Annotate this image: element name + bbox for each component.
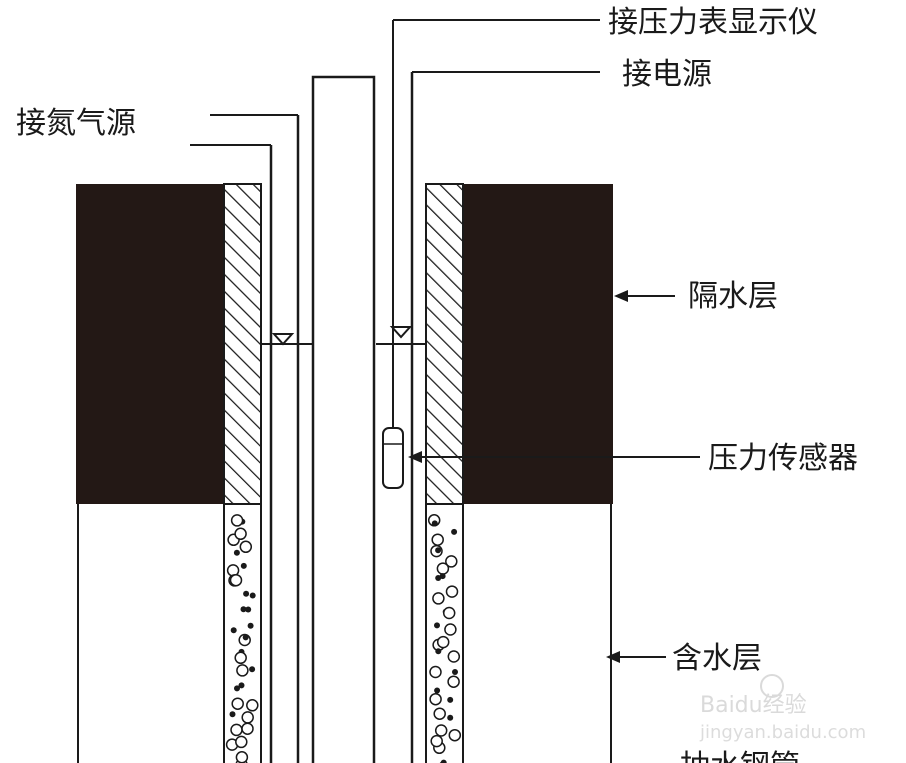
gravel-particle-solid — [238, 682, 245, 689]
gravel-particle-open — [444, 623, 457, 636]
gravel-particle-open — [239, 540, 253, 554]
gravel-particle-open — [445, 555, 458, 568]
gravel-pack — [225, 514, 462, 763]
watermark-url: jingyan.baidu.com — [699, 722, 866, 743]
gravel-particle-open — [447, 650, 461, 663]
gravel-particle-open — [229, 573, 243, 587]
water-level-icon-right — [389, 326, 413, 339]
gravel-particle-solid — [431, 520, 438, 527]
gravel-particle-open — [235, 735, 248, 749]
gravel-particle-solid — [440, 759, 447, 763]
gravel-particle-solid — [243, 590, 250, 597]
gravel-particle-solid — [434, 687, 441, 694]
gravel-particle-solid — [234, 685, 240, 692]
gravel-particle-open — [230, 723, 243, 737]
gravel-particle-open — [429, 692, 442, 706]
watermark-brand: Baidu经验 — [700, 693, 807, 718]
gravel-particle-solid — [229, 711, 236, 718]
arrow-aquifer-icon — [606, 651, 620, 663]
gravel-particle-open — [436, 635, 450, 649]
gravel-particle-open — [445, 585, 459, 598]
water-level-icon-left — [271, 333, 295, 346]
gravel-particle-open — [241, 722, 254, 735]
gravel-particle-solid — [247, 622, 254, 629]
label-aquitard: 隔水层 — [688, 279, 778, 314]
label-aquifer: 含水层 — [672, 641, 762, 676]
aquitard-left-block — [76, 184, 224, 504]
grout-seal-left — [223, 183, 262, 505]
gravel-particle-solid — [240, 606, 247, 613]
gravel-particle-solid — [230, 627, 237, 634]
gravel-particle-open — [235, 751, 249, 763]
label-pressure-sensor: 压力传感器 — [708, 441, 858, 476]
gravel-particle-solid — [435, 575, 442, 581]
gravel-particle-open — [434, 724, 448, 737]
gravel-particle-open — [442, 606, 456, 620]
gravel-particle-open — [246, 699, 259, 712]
gravel-particle-open — [429, 665, 442, 679]
gravel-particle-solid — [245, 606, 252, 613]
gravel-particle-open — [236, 664, 249, 677]
gravel-particle-open — [231, 697, 244, 710]
baidu-watermark: Baidu经验 jingyan.baidu.com — [699, 674, 866, 743]
gravel-particle-open — [230, 514, 244, 527]
label-power: 接电源 — [622, 57, 712, 92]
gravel-particle-solid — [447, 696, 454, 703]
gravel-particle-open — [433, 707, 446, 720]
pressure-sensor-icon — [382, 427, 404, 489]
gravel-particle-solid — [242, 634, 249, 641]
gravel-particle-solid — [233, 549, 240, 556]
label-pressure-display: 接压力表显示仪 — [608, 5, 818, 40]
gravel-particle-open — [447, 675, 460, 688]
gravel-particle-solid — [435, 648, 442, 655]
gravel-particle-open — [448, 728, 462, 742]
arrow-aquitard-icon — [614, 290, 628, 302]
gravel-particle-open — [436, 562, 450, 575]
gravel-particle-solid — [240, 562, 247, 569]
gravel-particle-open — [430, 734, 443, 748]
label-bottom-cut: 抽水钢管 — [680, 749, 800, 763]
grout-seal-right — [425, 183, 464, 505]
gravel-particle-solid — [451, 528, 458, 535]
paw-logo-icon — [760, 674, 784, 698]
gravel-particle-solid — [435, 547, 442, 554]
gravel-particle-solid — [249, 666, 256, 673]
gravel-particle-open — [234, 527, 247, 541]
gravel-particle-open — [431, 533, 444, 546]
gravel-particle-solid — [434, 622, 440, 629]
gravel-particle-solid — [249, 592, 256, 599]
gravel-particle-open — [234, 651, 247, 665]
gravel-particle-solid — [452, 669, 458, 675]
label-nitrogen: 接氮气源 — [16, 106, 136, 141]
gravel-particle-solid — [447, 714, 454, 721]
center-pipe — [311, 75, 376, 763]
gravel-particle-open — [432, 592, 445, 605]
aquitard-right-block — [463, 184, 613, 504]
arrow-sensor-icon — [408, 451, 422, 463]
gravel-particle-open — [241, 711, 254, 724]
